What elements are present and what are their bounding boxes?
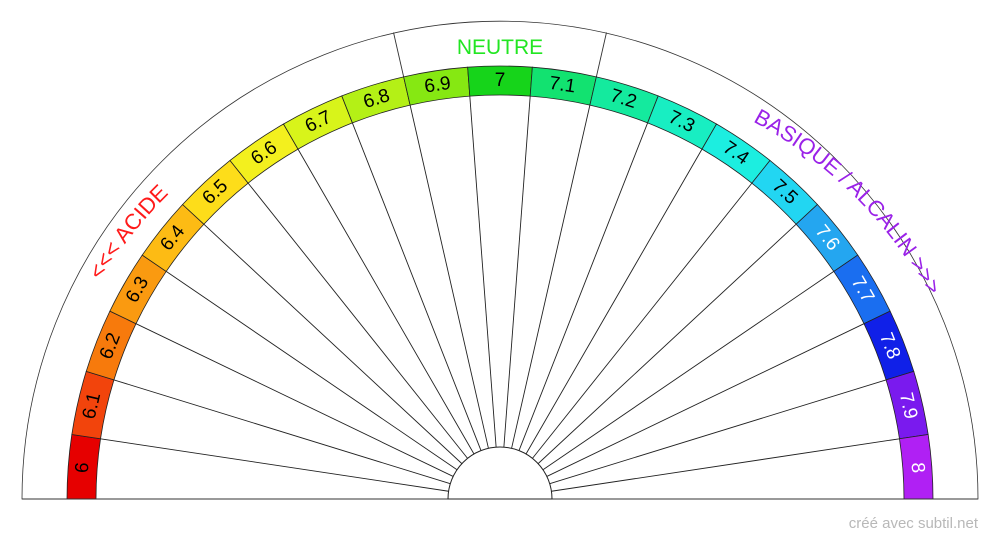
ph-segment: 6.3 xyxy=(109,254,167,325)
spoke-line xyxy=(409,105,489,449)
spoke-line xyxy=(100,438,449,492)
spoke-line xyxy=(247,182,468,459)
ph-segment: 7.1 xyxy=(529,66,597,106)
spoke-line xyxy=(351,122,482,451)
neutral-zone-left-line xyxy=(393,32,405,77)
ph-segment-label: 6 xyxy=(72,462,94,474)
neutral-zone: NEUTRE xyxy=(393,32,607,77)
ph-segment-label: 7 xyxy=(495,70,506,91)
spoke-line xyxy=(542,271,835,471)
ph-segment: 8 xyxy=(899,434,934,500)
center-hub xyxy=(447,446,553,500)
ph-segment: 7 xyxy=(467,65,533,97)
spoke-line xyxy=(469,96,497,448)
ph-segment: 6.7 xyxy=(282,95,353,150)
spoke-line xyxy=(525,148,703,455)
spoke-line xyxy=(532,182,753,459)
neutral-zone-right-line xyxy=(595,32,607,77)
spoke-line xyxy=(297,148,475,455)
ph-segment: 6 xyxy=(66,434,101,500)
ph-segment: 7.3 xyxy=(647,95,718,150)
hub xyxy=(447,446,553,500)
spoke-line xyxy=(551,438,900,492)
spoke-line xyxy=(165,271,458,471)
spoke-line xyxy=(203,223,463,464)
ph-segment-label: 8 xyxy=(906,462,928,474)
spoke-line xyxy=(503,96,531,448)
ph-segment-label: 6.9 xyxy=(423,73,452,98)
ph-segment: 6.9 xyxy=(403,66,471,106)
spoke-line xyxy=(549,379,887,485)
spoke-line xyxy=(135,323,454,477)
credit-text: créé avec subtil.net xyxy=(848,515,978,532)
spoke-line xyxy=(113,379,451,485)
spoke-line xyxy=(518,122,649,451)
neutral-label: NEUTRE xyxy=(457,36,543,59)
ph-segment-label: 7.1 xyxy=(548,73,577,98)
ph-segment: 7.9 xyxy=(885,370,929,440)
spoke-line xyxy=(511,105,591,449)
ph-segment: 7.8 xyxy=(863,310,915,381)
spoke-line xyxy=(537,223,797,464)
ph-segment: 7.2 xyxy=(589,76,659,124)
spoke-line xyxy=(546,323,865,477)
